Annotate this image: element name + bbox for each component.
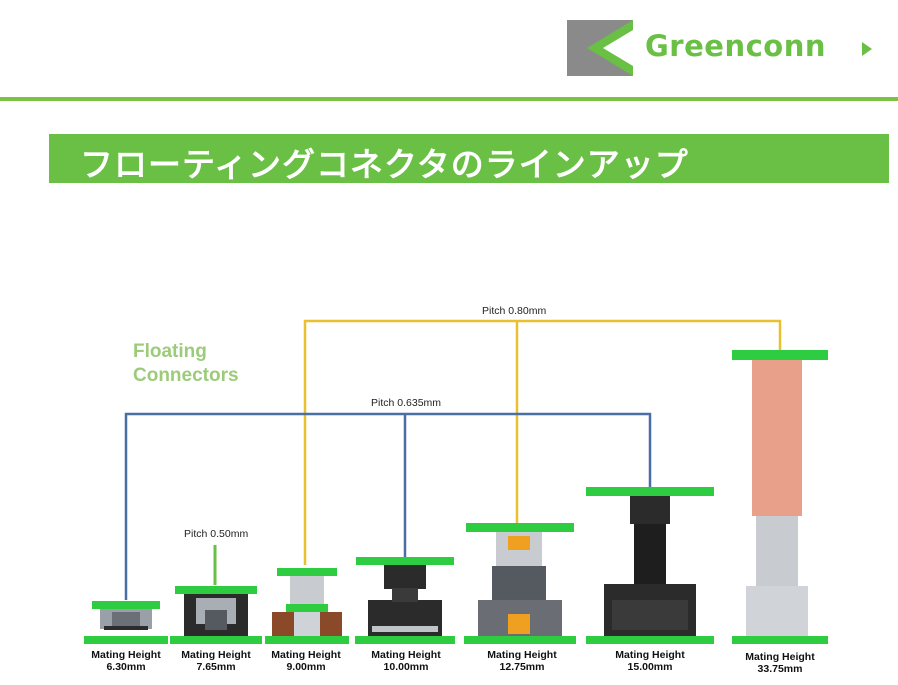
section-label: Floating Connectors	[133, 340, 239, 388]
connector-10-00	[355, 557, 455, 644]
connector-33-75	[732, 350, 828, 644]
page-title: フローティングコネクタのラインアップ	[80, 145, 689, 184]
header-divider	[0, 97, 898, 101]
connector-6-30	[84, 601, 168, 644]
pitch-0635-label: Pitch 0.635mm	[371, 397, 442, 409]
brand-arrow-icon	[862, 42, 872, 56]
section-label-line1: Floating	[133, 341, 207, 362]
connector-15-00	[586, 487, 714, 644]
section-label-line2: Connectors	[133, 365, 239, 386]
pitch-050-label: Pitch 0.50mm	[184, 528, 249, 540]
connector-9-00	[265, 568, 349, 644]
brand-name: Greenconn	[645, 29, 826, 63]
connector-7-65	[170, 586, 262, 644]
pitch-080-label: Pitch 0.80mm	[482, 305, 547, 317]
pitch-080-bracket	[303, 319, 782, 565]
title-banner	[49, 134, 889, 183]
logo-mark	[567, 20, 633, 76]
pitch-0635-bracket	[124, 412, 652, 600]
connector-12-75	[464, 523, 576, 644]
